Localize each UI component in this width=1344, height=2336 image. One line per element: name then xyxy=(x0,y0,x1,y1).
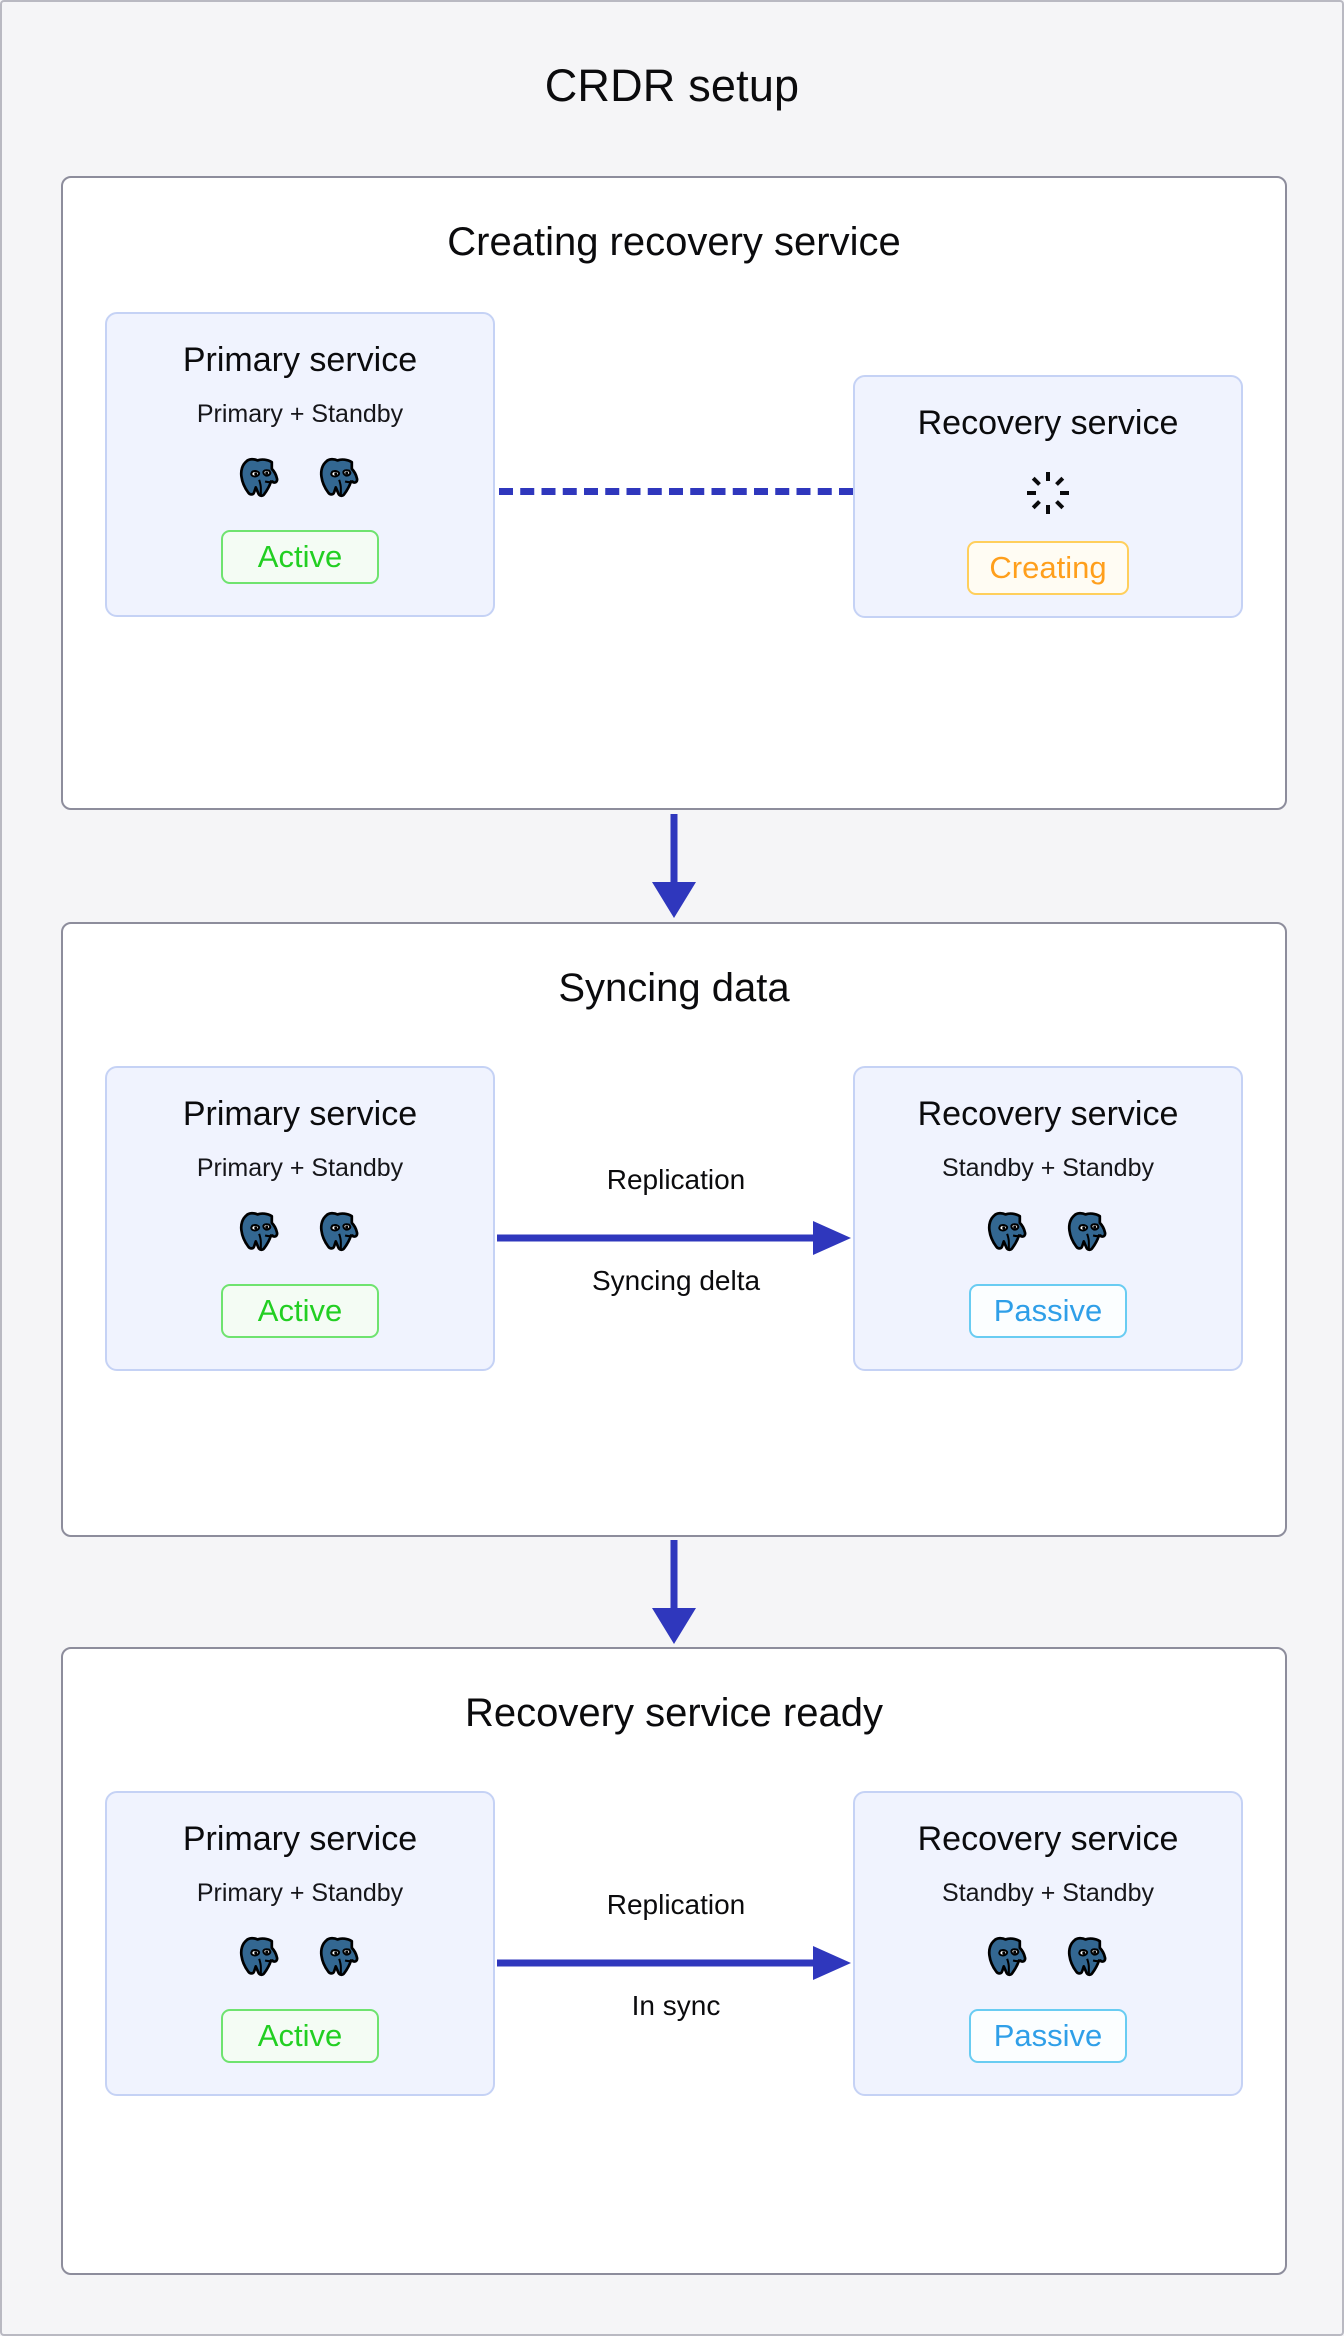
flow-arrow-down xyxy=(652,1540,696,1644)
primary-service-card: Primary service Primary + Standby xyxy=(105,1791,495,2096)
postgresql-elephant-icon xyxy=(239,1936,279,1977)
status-badge-active: Active xyxy=(221,530,379,584)
card-title: Recovery service xyxy=(917,404,1179,442)
card-title: Primary service xyxy=(182,1820,418,1858)
stage-title: Creating recovery service xyxy=(447,220,901,264)
connector-replication: Replication In sync xyxy=(495,1889,857,2039)
status-badge-active: Active xyxy=(221,2009,379,2063)
stage-panel-syncing: Syncing data Primary service Primary + S… xyxy=(61,922,1287,1537)
recovery-service-card: Recovery service Creating xyxy=(853,375,1243,618)
flow-arrow-down xyxy=(652,814,696,918)
node-group xyxy=(981,1206,1115,1260)
postgresql-elephant-icon xyxy=(319,457,359,498)
recovery-service-card: Recovery service Standby + Standby xyxy=(853,1791,1243,2096)
node-group xyxy=(233,452,367,506)
dashed-link-line xyxy=(499,488,853,495)
stage-title: Recovery service ready xyxy=(465,1691,883,1735)
postgresql-elephant-icon xyxy=(987,1211,1027,1252)
node-group xyxy=(233,1931,367,1985)
connector-dashed xyxy=(495,443,857,553)
card-subtitle: Primary + Standby xyxy=(196,400,404,428)
connector-label-bottom: In sync xyxy=(631,1990,721,2021)
card-title: Primary service xyxy=(182,1095,418,1133)
postgresql-elephant-icon xyxy=(987,1936,1027,1977)
card-subtitle: Standby + Standby xyxy=(942,1879,1154,1907)
connector-label-top: Replication xyxy=(606,1164,746,1195)
status-badge-active: Active xyxy=(221,1284,379,1338)
postgresql-elephant-icon xyxy=(1067,1211,1107,1252)
loading-spinner-icon xyxy=(1027,472,1069,514)
postgresql-elephant-icon xyxy=(239,457,279,498)
connector-label-bottom: Syncing delta xyxy=(591,1265,761,1296)
postgresql-elephant-icon xyxy=(239,1211,279,1252)
card-title: Primary service xyxy=(182,341,418,379)
primary-service-card: Primary service Primary + Standby xyxy=(105,312,495,617)
status-badge-passive: Passive xyxy=(969,1284,1127,1338)
node-group xyxy=(233,1206,367,1260)
primary-service-card: Primary service Primary + Standby xyxy=(105,1066,495,1371)
recovery-service-card: Recovery service Standby + Standby xyxy=(853,1066,1243,1371)
card-title: Recovery service xyxy=(917,1820,1179,1858)
stage-panel-ready: Recovery service ready Primary service P… xyxy=(61,1647,1287,2275)
replication-arrow xyxy=(497,1946,851,1980)
stage-title: Syncing data xyxy=(558,966,790,1010)
connector-replication: Replication Syncing delta xyxy=(495,1164,857,1314)
connector-label-top: Replication xyxy=(606,1889,746,1920)
card-title: Recovery service xyxy=(917,1095,1179,1133)
status-badge-creating: Creating xyxy=(967,541,1129,595)
card-subtitle: Standby + Standby xyxy=(942,1154,1154,1182)
card-subtitle: Primary + Standby xyxy=(196,1154,404,1182)
postgresql-elephant-icon xyxy=(319,1936,359,1977)
postgresql-elephant-icon xyxy=(1067,1936,1107,1977)
card-subtitle: Primary + Standby xyxy=(196,1879,404,1907)
replication-arrow xyxy=(497,1221,851,1255)
postgresql-elephant-icon xyxy=(319,1211,359,1252)
page-title: CRDR setup xyxy=(544,60,800,111)
node-group xyxy=(981,1931,1115,1985)
status-badge-passive: Passive xyxy=(969,2009,1127,2063)
stage-panel-creating: Creating recovery service Primary servic… xyxy=(61,176,1287,810)
